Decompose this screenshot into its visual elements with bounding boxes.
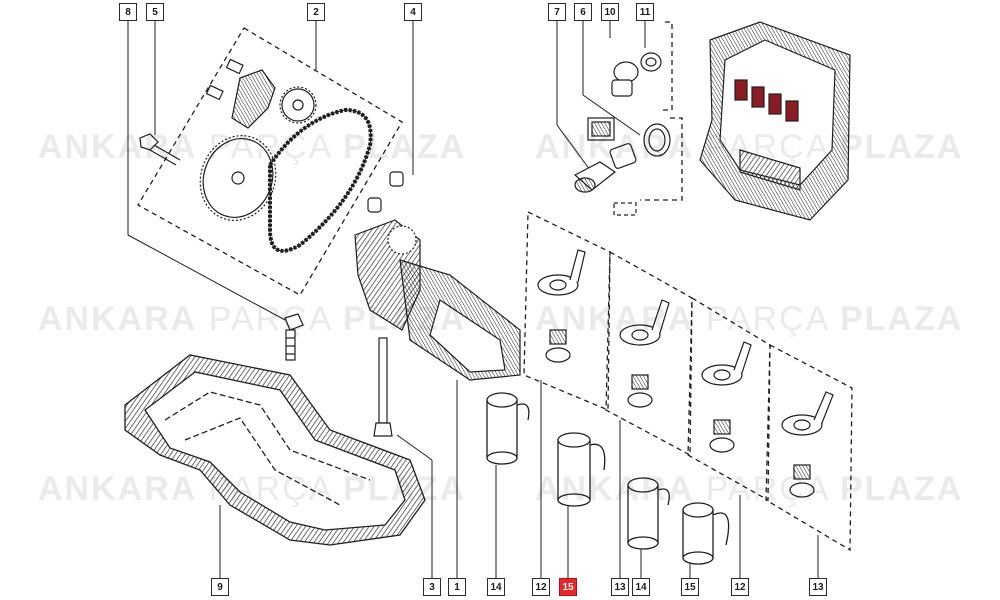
callout-14-second[interactable]: 14 xyxy=(632,578,650,596)
callout-13-first[interactable]: 13 xyxy=(611,578,629,596)
bolt-5 xyxy=(139,133,181,166)
callout-11[interactable]: 11 xyxy=(636,3,654,21)
callout-5[interactable]: 5 xyxy=(146,3,164,21)
callout-15-second[interactable]: 15 xyxy=(681,578,699,596)
callout-8[interactable]: 8 xyxy=(119,3,137,21)
callout-2[interactable]: 2 xyxy=(307,3,325,21)
callout-7[interactable]: 7 xyxy=(548,3,566,21)
callout-13-second[interactable]: 13 xyxy=(809,578,827,596)
callout-10[interactable]: 10 xyxy=(601,3,619,21)
oil-pressure-sensor xyxy=(573,52,671,216)
timing-chain-kit xyxy=(199,58,373,253)
oil-pump-assembly xyxy=(354,171,521,381)
callout-14-first[interactable]: 14 xyxy=(487,578,505,596)
callout-12-second[interactable]: 12 xyxy=(731,578,749,596)
callout-4[interactable]: 4 xyxy=(404,3,422,21)
callout-12-first[interactable]: 12 xyxy=(532,578,550,596)
callout-9[interactable]: 9 xyxy=(211,578,229,596)
sleeves xyxy=(486,392,730,565)
callout-3[interactable]: 3 xyxy=(423,578,441,596)
callout-6[interactable]: 6 xyxy=(574,3,592,21)
callout-1[interactable]: 1 xyxy=(448,578,466,596)
nozzle-kits xyxy=(537,249,834,498)
long-bolts xyxy=(284,313,393,437)
callout-15-highlighted[interactable]: 15 xyxy=(559,578,577,596)
dashed-group-frames xyxy=(137,21,853,552)
leader-lines xyxy=(127,20,819,578)
oil-sump xyxy=(124,354,426,546)
engine-block xyxy=(699,21,851,221)
